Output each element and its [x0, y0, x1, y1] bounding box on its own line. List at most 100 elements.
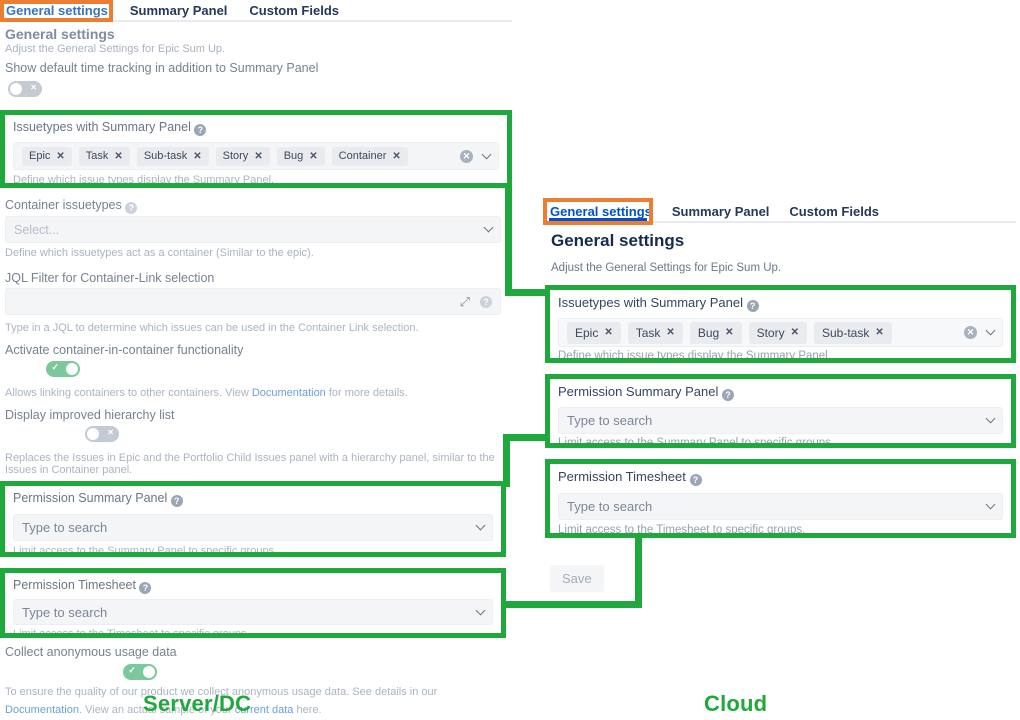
check-icon: ✓: [51, 362, 59, 372]
server-tab-summary-panel[interactable]: Summary Panel: [129, 3, 228, 18]
jql-filter-input[interactable]: ⤢ ?: [5, 288, 501, 315]
server-permission-timesheet-label: Permission Timesheet ?: [13, 578, 493, 594]
remove-tag-icon[interactable]: ✕: [875, 327, 884, 338]
server-platform-label: Server/DC: [143, 691, 252, 716]
server-issuetypes-multiselect[interactable]: Epic✕Task✕Sub-task✕Story✕Bug✕Container✕ …: [13, 142, 499, 170]
usage-data-label: Collect anonymous usage data: [5, 645, 177, 659]
cloud-permission-timesheet-helper: Limit access to the Timesheet to specifi…: [558, 524, 806, 536]
remove-tag-icon[interactable]: ✕: [254, 150, 263, 162]
server-tab-underline: [0, 20, 512, 22]
issuetype-tag[interactable]: Bug✕: [689, 321, 742, 344]
help-icon[interactable]: ?: [194, 124, 207, 136]
cloud-issuetypes-multiselect[interactable]: Epic✕ Task✕ Bug✕ Story✕ Sub-task✕ ✕: [558, 318, 1003, 347]
current-data-link[interactable]: current data: [234, 703, 294, 716]
chevron-down-icon[interactable]: [985, 325, 996, 336]
chevron-down-icon[interactable]: [475, 605, 486, 615]
cloud-permission-timesheet-select[interactable]: Type to search: [558, 493, 1003, 520]
remove-tag-icon[interactable]: ✕: [193, 150, 202, 162]
issuetype-tag[interactable]: Bug✕: [276, 146, 325, 166]
chevron-down-icon[interactable]: [481, 149, 492, 159]
help-icon[interactable]: ?: [139, 582, 152, 594]
cloud-permission-summary-helper: Limit access to the Summary Panel to spe…: [558, 437, 835, 448]
time-tracking-toggle[interactable]: ✓✕: [8, 81, 42, 97]
container-issuetypes-helper: Define which issuetypes act as a contain…: [5, 247, 314, 259]
check-icon: ✓: [128, 665, 136, 675]
issuetype-tag[interactable]: Container✕: [331, 146, 408, 166]
issuetype-tag[interactable]: Task✕: [627, 321, 683, 344]
connector-line-timesheet-vertical: [635, 533, 642, 608]
clear-all-icon[interactable]: ✕: [460, 149, 473, 163]
toggle-knob: [66, 363, 79, 375]
issuetype-tag[interactable]: Task✕: [78, 146, 130, 166]
remove-tag-icon[interactable]: ✕: [56, 150, 65, 162]
server-page-title: General settings: [5, 26, 115, 42]
x-icon: ✕: [107, 428, 114, 437]
remove-tag-icon[interactable]: ✕: [392, 150, 401, 162]
highlight-box-cloud-issuetypes: Issuetypes with Summary Panel ? Epic✕ Tas…: [545, 285, 1016, 363]
cloud-tab-general-settings[interactable]: General settings: [550, 204, 652, 219]
connector-line-issuetypes-horizontal: [505, 289, 550, 296]
issuetype-tag[interactable]: Sub-task✕: [813, 321, 892, 344]
server-issuetype-tags: Epic✕ Task✕ Sub-task✕ Story✕ Bug✕ Container✕: [22, 146, 408, 166]
help-icon[interactable]: ?: [170, 495, 183, 507]
highlight-box-server-permission-summary: Permission Summary Panel ? Type to searc…: [0, 481, 506, 557]
search-placeholder: Type to search: [22, 604, 108, 620]
help-icon[interactable]: ?: [746, 300, 759, 312]
documentation-link[interactable]: Documentation: [251, 387, 326, 399]
server-permission-summary-select[interactable]: Type to search: [13, 514, 493, 541]
documentation-link[interactable]: Documentation: [5, 703, 79, 716]
issuetype-tag[interactable]: Sub-task✕: [136, 146, 209, 166]
hierarchy-list-toggle[interactable]: ✓✕: [84, 426, 119, 442]
save-button[interactable]: Save: [550, 565, 604, 592]
toggle-knob: [143, 666, 156, 678]
server-tab-custom-fields[interactable]: Custom Fields: [249, 3, 339, 18]
remove-tag-icon[interactable]: ✕: [309, 150, 318, 162]
chevron-down-icon[interactable]: [475, 520, 486, 531]
toggle-knob: [10, 83, 22, 95]
highlight-box-server-issuetypes: Issuetypes with Summary Panel ? Epic✕Tas…: [0, 110, 512, 188]
select-placeholder: Select...: [14, 222, 60, 237]
remove-tag-icon[interactable]: ✕: [666, 327, 675, 338]
container-issuetypes-select[interactable]: Select...: [5, 216, 501, 243]
chevron-down-icon[interactable]: [985, 499, 996, 510]
jql-filter-helper: Type in a JQL to determine which issues …: [5, 322, 419, 334]
issuetype-tag[interactable]: Story✕: [748, 321, 807, 344]
remove-tag-icon[interactable]: ✕: [114, 150, 123, 162]
help-icon[interactable]: ?: [689, 474, 702, 486]
server-permission-summary-helper: Limit access to the Summary Panel to spe…: [13, 545, 278, 557]
issuetype-tag[interactable]: Epic✕: [567, 321, 621, 344]
expand-icon[interactable]: ⤢: [459, 294, 470, 309]
cloud-page-title: General settings: [551, 231, 685, 250]
cloud-tab-summary-panel[interactable]: Summary Panel: [671, 204, 770, 219]
issuetype-tag[interactable]: Epic✕: [22, 146, 72, 166]
help-icon[interactable]: ?: [722, 389, 735, 401]
help-icon[interactable]: ?: [125, 202, 138, 214]
search-placeholder: Type to search: [567, 499, 653, 514]
cloud-platform-label: Cloud: [704, 691, 768, 716]
cloud-tab-bar: General settings Summary Panel Custom Fi…: [550, 204, 879, 219]
toggle-knob: [86, 428, 99, 440]
cloud-page-subtitle: Adjust the General Settings for Epic Sum…: [551, 262, 782, 274]
chevron-down-icon[interactable]: [483, 222, 494, 233]
cloud-permission-summary-select[interactable]: Type to search: [558, 407, 1003, 434]
usage-data-toggle[interactable]: ✓✕: [123, 664, 158, 680]
server-tab-general-settings[interactable]: General settings: [6, 3, 108, 18]
cloud-issuetypes-label: Issuetypes with Summary Panel ?: [558, 295, 1003, 312]
help-icon[interactable]: ?: [480, 295, 492, 308]
clear-all-icon[interactable]: ✕: [964, 326, 977, 339]
highlight-box-server-permission-timesheet: Permission Timesheet ? Type to search Li…: [0, 568, 506, 638]
remove-tag-icon[interactable]: ✕: [725, 327, 734, 338]
cloud-issuetype-tags: Epic✕ Task✕ Bug✕ Story✕ Sub-task✕: [567, 321, 892, 344]
chevron-down-icon[interactable]: [985, 413, 996, 424]
highlight-box-cloud-permission-timesheet: Permission Timesheet ? Type to search Li…: [545, 459, 1016, 538]
connector-line-issuetypes-vertical: [505, 183, 512, 296]
cloud-issuetypes-helper: Define which issue types display the Sum…: [558, 350, 831, 362]
remove-tag-icon[interactable]: ✕: [790, 327, 799, 338]
issuetype-tag[interactable]: Story✕: [215, 146, 270, 166]
remove-tag-icon[interactable]: ✕: [604, 327, 613, 338]
container-in-container-toggle[interactable]: ✓✕: [46, 361, 81, 377]
cloud-tab-custom-fields[interactable]: Custom Fields: [789, 204, 879, 219]
server-permission-timesheet-select[interactable]: Type to search: [13, 599, 493, 625]
connector-line-timesheet-horizontal: [503, 601, 642, 608]
